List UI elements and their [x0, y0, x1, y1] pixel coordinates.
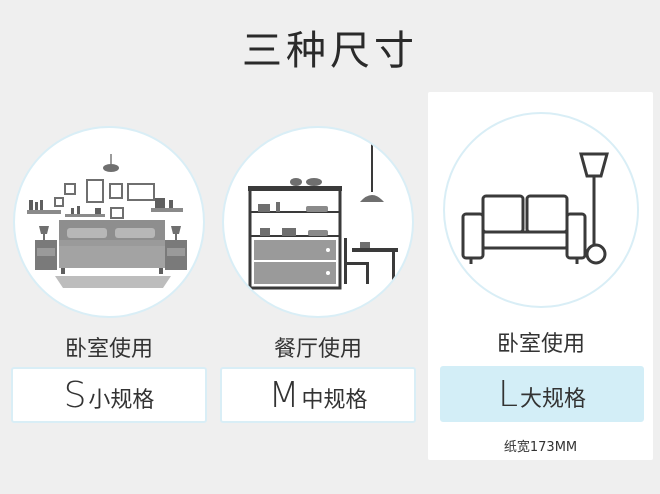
- sofa-lamp-icon: [461, 152, 609, 265]
- size-s-label: 小规格: [88, 388, 155, 413]
- dining-illustration-circle: [222, 126, 414, 318]
- usage-label-s: 卧室使用: [64, 337, 153, 362]
- size-s-button[interactable]: S 小规格: [11, 367, 207, 423]
- paper-width-note: 纸宽173MM: [503, 440, 578, 455]
- usage-label-l: 卧室使用: [496, 332, 585, 357]
- size-l-letter: L: [497, 373, 519, 415]
- usage-label-m: 餐厅使用: [273, 337, 362, 362]
- page-title: 三种尺寸: [242, 28, 418, 74]
- size-l-button[interactable]: L 大规格: [440, 366, 644, 422]
- sofa-illustration-circle: [443, 112, 639, 308]
- size-m-button[interactable]: M 中规格: [220, 367, 416, 423]
- size-l-label: 大规格: [520, 387, 587, 412]
- size-m-label: 中规格: [301, 388, 368, 413]
- bedroom-illustration-icon: [27, 154, 187, 288]
- size-s-letter: S: [63, 374, 87, 416]
- bedroom-illustration-circle: [13, 126, 205, 318]
- size-m-letter: M: [268, 374, 300, 416]
- dining-room-illustration-icon: [248, 144, 398, 290]
